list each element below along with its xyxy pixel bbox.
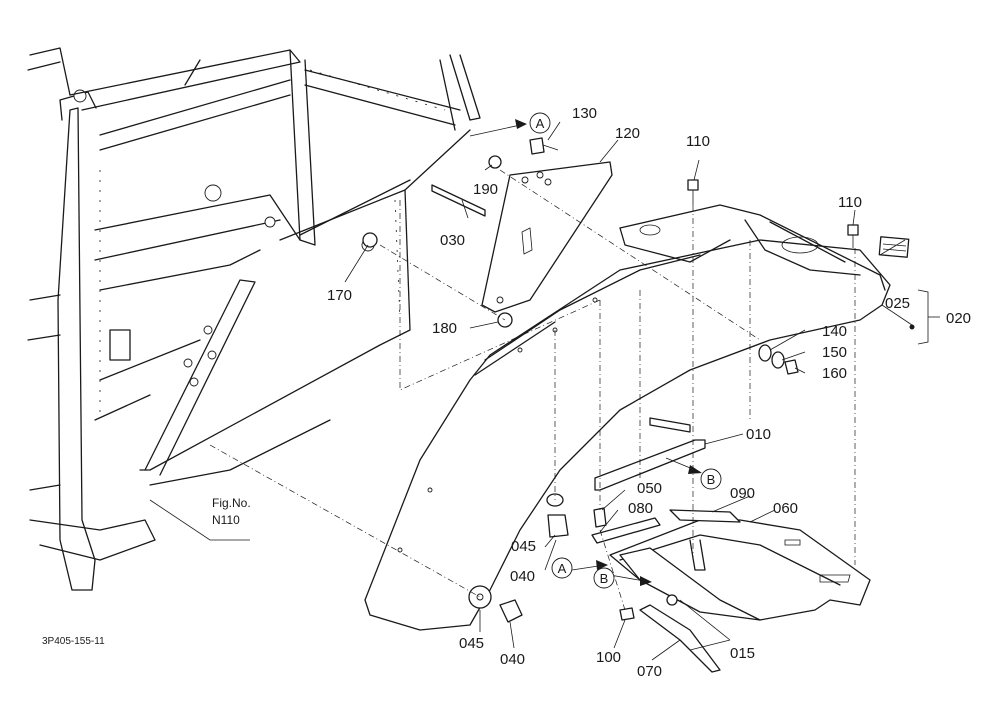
label-045-lower: 045 bbox=[459, 635, 484, 652]
leader-lines bbox=[149, 121, 913, 661]
label-020: 020 bbox=[946, 310, 971, 327]
label-160: 160 bbox=[822, 365, 847, 382]
label-130: 130 bbox=[572, 105, 597, 122]
label-150: 150 bbox=[822, 344, 847, 361]
drawing-code: 3P405-155-11 bbox=[42, 636, 105, 647]
fig-ref-title: Fig.No. bbox=[212, 496, 251, 510]
assembly-lines bbox=[209, 169, 856, 611]
svg-text:B: B bbox=[707, 472, 716, 487]
label-100: 100 bbox=[596, 649, 621, 666]
label-080: 080 bbox=[628, 500, 653, 517]
part-120-plate bbox=[481, 161, 613, 313]
callout-b-mid: B bbox=[700, 468, 722, 490]
label-040-upper: 040 bbox=[510, 568, 535, 585]
label-110-right: 110 bbox=[838, 194, 862, 211]
svg-text:B: B bbox=[600, 571, 609, 586]
callout-a-top: A bbox=[529, 112, 551, 134]
callout-b-bottom: B bbox=[593, 567, 615, 589]
label-090: 090 bbox=[730, 485, 755, 502]
label-040-lower: 040 bbox=[500, 651, 525, 668]
label-120: 120 bbox=[615, 125, 640, 142]
label-045-upper: 045 bbox=[511, 538, 536, 555]
label-070: 070 bbox=[637, 663, 662, 680]
label-060: 060 bbox=[773, 500, 798, 517]
label-140: 140 bbox=[822, 323, 847, 340]
label-025: 025 bbox=[885, 295, 910, 312]
label-030: 030 bbox=[440, 232, 465, 249]
part-070-seal bbox=[639, 604, 721, 673]
label-015: 015 bbox=[730, 645, 755, 662]
svg-text:A: A bbox=[558, 561, 567, 576]
callout-arrows bbox=[469, 119, 702, 586]
callout-a-bottom: A bbox=[551, 557, 573, 579]
label-110-center: 110 bbox=[686, 133, 710, 150]
part-030-bar bbox=[431, 184, 486, 217]
part-080-seal bbox=[591, 517, 661, 544]
fig-ref-number: N110 bbox=[212, 513, 240, 527]
label-170: 170 bbox=[327, 287, 352, 304]
part-010-bracket bbox=[594, 417, 706, 491]
label-190: 190 bbox=[473, 181, 498, 198]
label-050: 050 bbox=[637, 480, 662, 497]
fender-assembly bbox=[364, 204, 891, 631]
svg-text:A: A bbox=[536, 116, 545, 131]
label-010: 010 bbox=[746, 426, 771, 443]
part-090-seal bbox=[669, 509, 741, 523]
group-bracket-020 bbox=[917, 289, 929, 345]
label-180: 180 bbox=[432, 320, 457, 337]
